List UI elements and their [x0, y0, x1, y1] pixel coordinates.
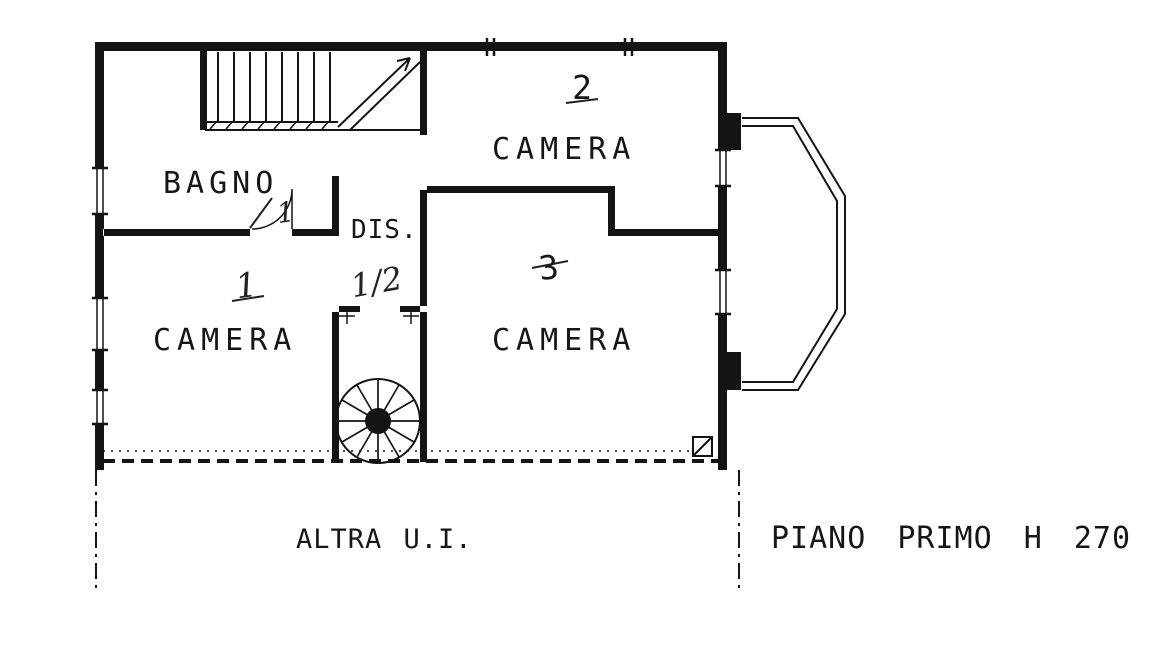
room-label-dis: DIS. [351, 215, 418, 245]
handwritten-strikes [231, 98, 599, 302]
unit-boundary-dashed [95, 450, 740, 592]
room-labels: BAGNO DIS. CAMERA CAMERA CAMERA ALTRA U.… [153, 132, 1131, 556]
room-number-annotations: 2 3 1 1/2 1 [233, 68, 592, 307]
bay-window-outline [742, 117, 846, 391]
stair-direction-arrow [337, 57, 421, 131]
stair-treads [205, 52, 420, 131]
corner-hatch-icon [692, 436, 713, 457]
bagno-number: 1 [275, 195, 297, 230]
room-label-camera-3: CAMERA [492, 323, 636, 358]
window-glass-lines [96, 150, 727, 424]
corner-hatch-diagonal [692, 436, 713, 457]
spiral-stair-spokes [336, 379, 420, 463]
floor-title-label: PIANO PRIMO H 270 [771, 521, 1131, 556]
room-number-2: 2 [572, 68, 592, 107]
spiral-stair-hub [365, 408, 391, 434]
dis-number: 1/2 [348, 259, 405, 305]
spiral-staircase-icon [335, 308, 421, 464]
stair-hatch [209, 120, 330, 130]
room-label-camera-2: CAMERA [492, 132, 636, 167]
room-label-camera-1: CAMERA [153, 323, 297, 358]
spiral-stair-door-ticks [339, 308, 419, 324]
bay-window-icon [742, 117, 846, 391]
other-unit-label: ALTRA U.I. [296, 524, 473, 555]
room-number-3: 3 [537, 247, 561, 288]
straight-staircase-icon [205, 52, 421, 131]
bagno-door-arc [251, 188, 293, 230]
room-number-1: 1 [233, 265, 260, 308]
window-symbols [92, 38, 731, 426]
room-label-bagno: BAGNO [163, 166, 278, 201]
door-swing-arc [251, 188, 293, 230]
pencil-scribble-lines [231, 98, 599, 302]
window-jamb-ticks [92, 38, 731, 426]
